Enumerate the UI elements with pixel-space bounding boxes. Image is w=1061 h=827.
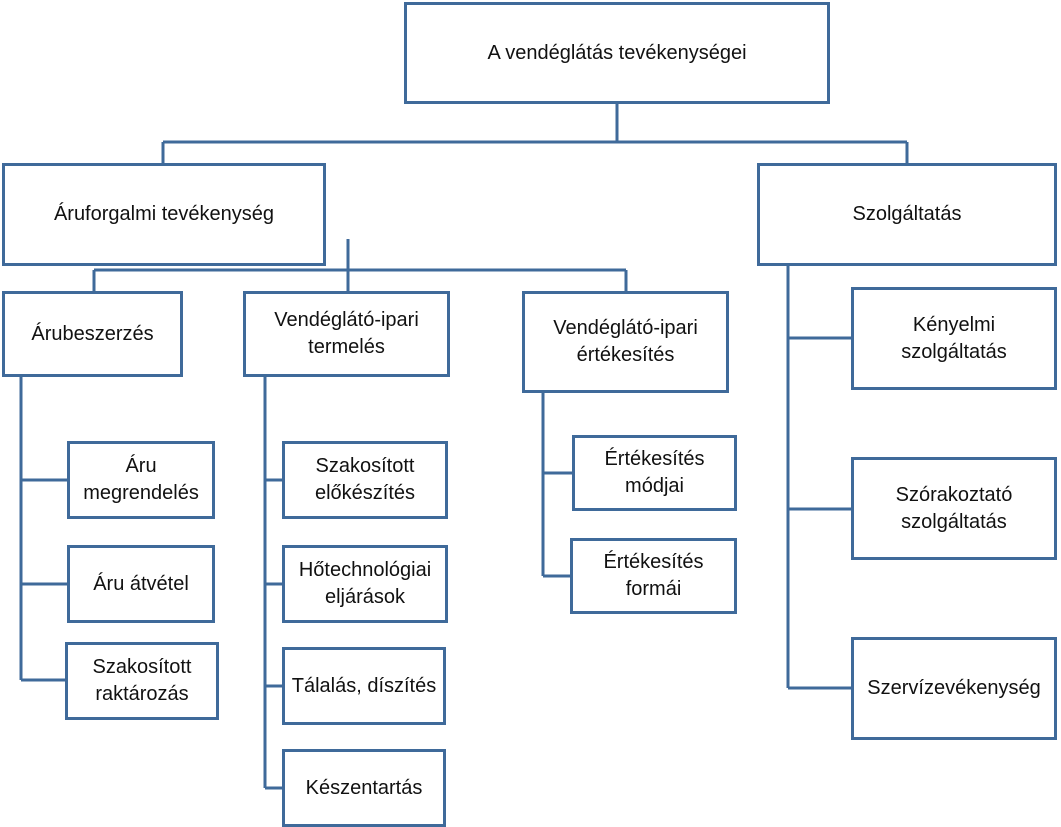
- ertekesites-node: Vendéglátó-ipari értékesítés: [522, 291, 729, 393]
- root-node: A vendéglátás tevékenységei: [404, 2, 830, 104]
- kenyelmi-szolgaltatas-node: Kényelmi szolgáltatás: [851, 287, 1057, 390]
- keszentartas-node: Készentartás: [282, 749, 446, 827]
- szakositott-raktarozas-node: Szakosított raktározás: [65, 642, 219, 720]
- szolgaltatas-node: Szolgáltatás: [757, 163, 1057, 266]
- ertekesites-modjai-node: Értékesítés módjai: [572, 435, 737, 511]
- termeles-node: Vendéglátó-ipari termelés: [243, 291, 450, 377]
- aru-atvetel-node: Áru átvétel: [67, 545, 215, 623]
- talalas-diszites-node: Tálalás, díszítés: [282, 647, 446, 725]
- szervizevekenyseg-node: Szervízevékenység: [851, 637, 1057, 740]
- hotechnologiai-eljarasok-node: Hőtechnológiai eljárások: [282, 545, 448, 623]
- szorakoztato-szolgaltatas-node: Szórakoztató szolgáltatás: [851, 457, 1057, 560]
- ertekesites-formai-node: Értékesítés formái: [570, 538, 737, 614]
- arubeszerzes-node: Árubeszerzés: [2, 291, 183, 377]
- szakositott-elokeszites-node: Szakosított előkészítés: [282, 441, 448, 519]
- aruforgalmi-node: Áruforgalmi tevékenység: [2, 163, 326, 266]
- aru-megrendeles-node: Áru megrendelés: [67, 441, 215, 519]
